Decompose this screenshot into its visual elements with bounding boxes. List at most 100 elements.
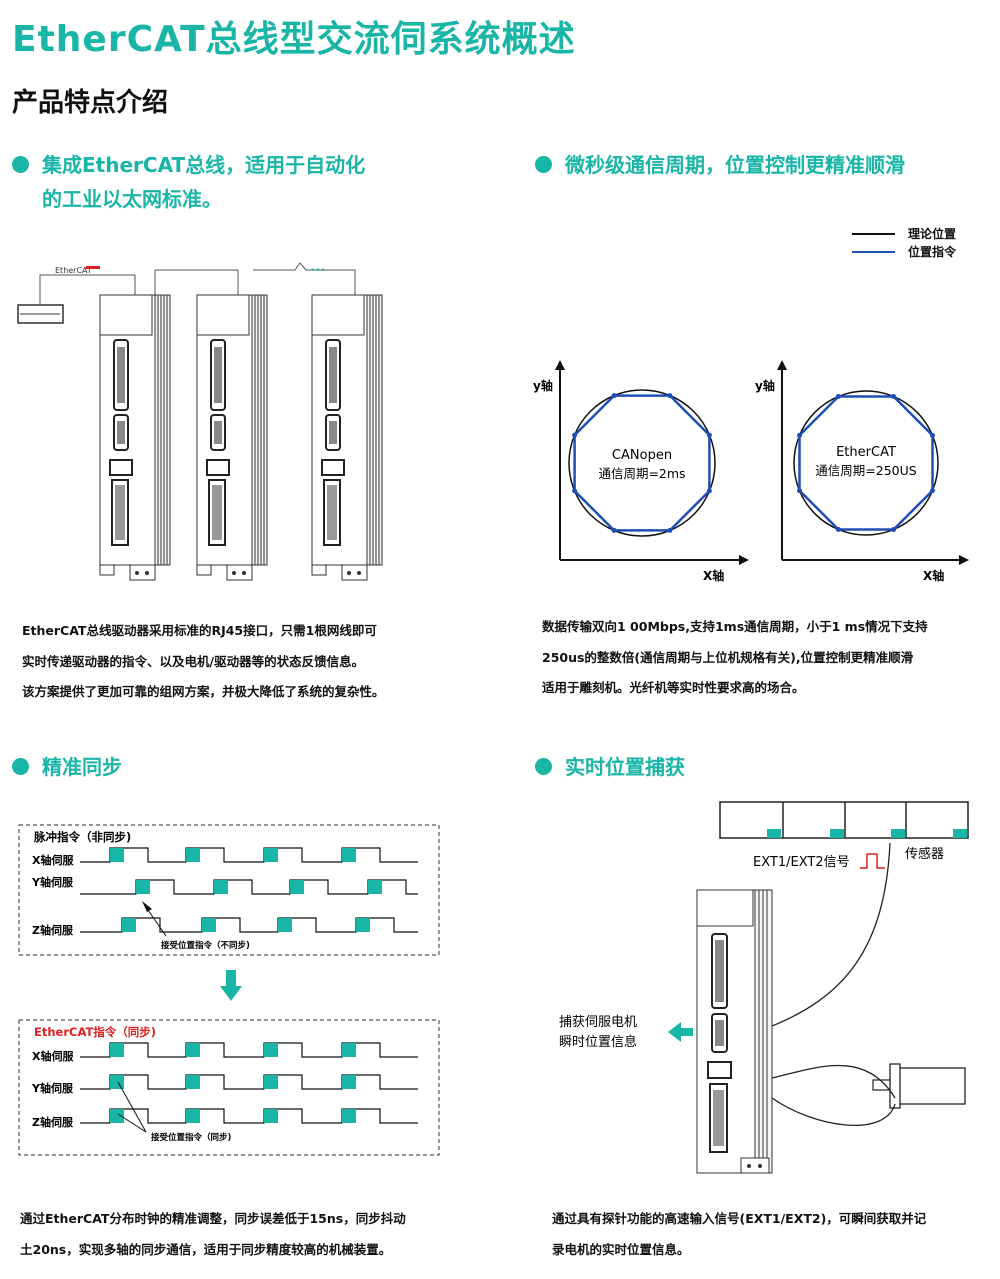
capture-description: 通过具有探针功能的高速输入信号(EXT1/EXT2)，可瞬间获取并记 录电机的实…	[552, 1204, 926, 1265]
command-point	[797, 432, 802, 438]
pulse-marker	[186, 848, 200, 862]
comm-period: 通信周期=250US	[815, 463, 916, 478]
paragraph-line: 该方案提供了更加可靠的组网方案，并极大降低了系统的复杂性。	[22, 684, 385, 699]
comm-period: 通信周期=2ms	[598, 466, 685, 481]
comm-cycle-description: 数据传输双向1 00Mbps,支持1ms通信周期，小于1 ms情况下支持 250…	[542, 612, 928, 704]
axis-label-z: Z轴伺服	[32, 1115, 74, 1129]
page-title: EtherCAT总线型交流伺系统概述	[12, 19, 576, 60]
heading-line-2: 的工业以太网标准。	[42, 187, 222, 211]
pulse-marker	[264, 1075, 278, 1089]
axis-label-x: X轴伺服	[32, 853, 74, 867]
command-point	[706, 488, 712, 494]
feature-heading-ethercat-bus: 集成EtherCAT总线，适用于自动化 的工业以太网标准。	[12, 148, 365, 216]
paragraph-line: EtherCAT总线驱动器采用标准的RJ45接口，只需1根网线即可	[22, 623, 377, 638]
axis-label-x: X轴伺服	[32, 1049, 74, 1063]
command-point	[667, 527, 673, 533]
pulse-waveform	[80, 1042, 418, 1058]
protocol-name: CANopen	[612, 448, 672, 463]
servo-drive-1	[99, 294, 171, 581]
pulse-waveform	[80, 1074, 418, 1090]
command-point	[611, 393, 617, 399]
section-title: 产品特点介绍	[12, 88, 169, 118]
command-point	[891, 394, 897, 399]
paragraph-line: 250us的整数倍(通信周期与上位机规格有关),位置控制更精准顺滑	[542, 649, 914, 665]
servo-drive-3	[311, 294, 383, 581]
capture-label-line1: 捕获伺服电机	[559, 1014, 637, 1030]
sync-box	[18, 1019, 440, 1156]
feature-heading-comm-cycle: 微秒级通信周期，位置控制更精准顺滑	[535, 148, 905, 182]
pulse-marker	[110, 1075, 124, 1089]
pulse-marker	[264, 1109, 278, 1123]
pulse-marker	[368, 880, 382, 894]
bullet-dot-icon	[535, 758, 552, 775]
pulse-marker	[214, 880, 228, 894]
feature-heading-sync: 精准同步	[12, 750, 122, 784]
sensor-label: 传感器	[905, 846, 944, 862]
pulse-waveform	[80, 1108, 418, 1124]
bullet-dot-icon	[12, 758, 29, 775]
pulse-marker	[122, 918, 136, 932]
pulse-waveform	[80, 879, 418, 895]
pulse-marker	[186, 1075, 200, 1089]
svg-text:•••: •••	[310, 266, 326, 276]
command-point	[667, 393, 673, 399]
servo-drive	[696, 889, 773, 1174]
position-capture-diagram: EXT1/EXT2信号 传感器 捕获伺服电机 瞬时位置信息	[559, 801, 969, 1174]
pulse-marker	[186, 1043, 200, 1057]
encoder-strip	[719, 801, 969, 839]
pulse-marker	[342, 1043, 356, 1057]
pulse-marker	[342, 1109, 356, 1123]
heading-line: 微秒级通信周期，位置控制更精准顺滑	[565, 153, 905, 177]
command-point	[930, 488, 935, 494]
pulse-marker	[202, 918, 216, 932]
heading-line: 精准同步	[42, 755, 122, 779]
servo-drive-2	[196, 294, 268, 581]
axis-label-z: Z轴伺服	[32, 923, 74, 937]
paragraph-line: 通过EtherCAT分布时钟的精准调整，同步误差低于15ns，同步抖动	[20, 1211, 406, 1226]
pulse-marker	[342, 1075, 356, 1089]
plot-canopen: y轴 X轴 CANopen 通信周期=2ms	[533, 360, 749, 583]
y-axis-label: y轴	[755, 378, 775, 393]
command-point	[572, 432, 578, 438]
pulse-waveform	[80, 847, 418, 863]
legend-theory-label: 理论位置	[908, 226, 956, 241]
pulse-marker	[110, 848, 124, 862]
paragraph-line: 适用于雕刻机。光纤机等实时性要求高的场合。	[542, 680, 805, 695]
pulse-marker	[278, 918, 292, 932]
command-point	[706, 432, 712, 438]
pulse-marker	[264, 1043, 278, 1057]
x-axis-label: X轴	[703, 568, 724, 583]
ethercat-logo: EtherCAT	[55, 266, 92, 275]
async-box	[18, 824, 440, 956]
plot-ethercat: y轴 X轴 EtherCAT 通信周期=250US	[755, 360, 969, 583]
signal-label: EXT1/EXT2信号	[753, 855, 850, 870]
command-point	[930, 432, 935, 438]
protocol-name: EtherCAT	[836, 445, 896, 460]
ethercat-network-diagram: EtherCAT •••	[17, 262, 383, 581]
left-arrow-icon	[668, 1022, 693, 1042]
paragraph-line: 通过具有探针功能的高速输入信号(EXT1/EXT2)，可瞬间获取并记	[552, 1211, 927, 1226]
async-note: 接受位置指令（不同步)	[161, 940, 250, 951]
command-point	[611, 527, 617, 533]
pulse-marker	[264, 848, 278, 862]
heading-line: 实时位置捕获	[565, 755, 685, 779]
paragraph-line: 数据传输双向1 00Mbps,支持1ms通信周期，小于1 ms情况下支持	[542, 619, 928, 634]
pulse-marker	[186, 1109, 200, 1123]
axis-label-y: Y轴伺服	[31, 875, 74, 889]
ethercat-bus-description: EtherCAT总线驱动器采用标准的RJ45接口，只需1根网线即可 实时传递驱动…	[22, 616, 385, 708]
y-axis-label: y轴	[533, 378, 553, 393]
bullet-dot-icon	[12, 156, 29, 173]
pulse-marker	[110, 1043, 124, 1057]
pulse-marker	[290, 880, 304, 894]
pulse-marker	[110, 1109, 124, 1123]
async-title: 脉冲指令（非同步)	[33, 830, 131, 844]
legend-command-label: 位置指令	[908, 244, 957, 259]
paragraph-line: 录电机的实时位置信息。	[552, 1241, 690, 1257]
bullet-dot-icon	[535, 156, 552, 173]
command-point	[835, 527, 841, 532]
pulse-marker	[136, 880, 150, 894]
paragraph-line: 实时传递驱动器的指令、以及电机/驱动器等的状态反馈信息。	[22, 653, 365, 669]
sync-note: 接受位置指令（同步)	[151, 1132, 232, 1143]
pulse-marker	[342, 848, 356, 862]
ethercat-logo-mark-icon	[86, 266, 100, 269]
